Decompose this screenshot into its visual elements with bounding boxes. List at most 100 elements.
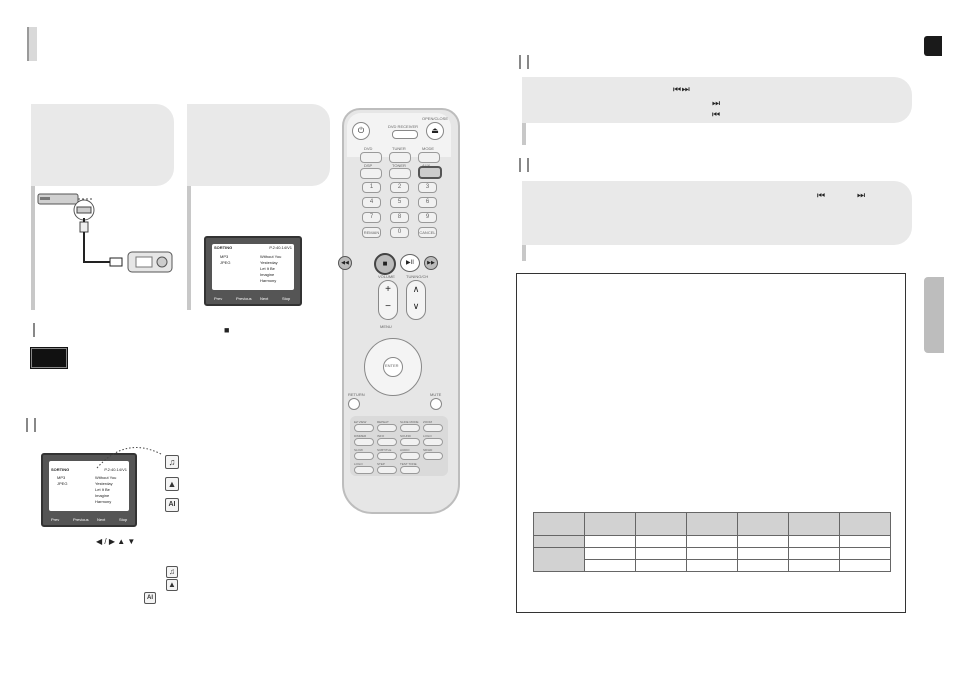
enter-button[interactable] [383,357,403,377]
table-cell [788,559,840,572]
usb-connection-panel [31,104,174,186]
remote-key[interactable] [423,424,443,432]
osd-file: Let It Be [95,487,110,492]
osd-file: Harmony [95,499,112,504]
table-cell [737,512,789,536]
return-button[interactable] [348,398,360,410]
remote-key[interactable] [354,452,374,460]
remote-key-label: LOGO [354,462,363,466]
tuning-rocker[interactable]: ∧∨ [406,280,426,320]
remote-key[interactable] [400,424,420,432]
osd-footer: Next [97,517,106,522]
osd-file: Harmony [260,278,277,283]
play-pause-button[interactable]: ▶II [400,254,420,272]
osd-footer: Previous [73,517,89,522]
osd-file: Without You [95,475,117,480]
volume-label: VOLUME [378,274,395,279]
mute-button[interactable] [430,398,442,410]
remote-key[interactable] [377,424,397,432]
number-key[interactable]: 4 [362,197,381,208]
remain-key[interactable]: REMAIN [362,227,381,238]
remote-key[interactable] [360,168,382,179]
remote-key[interactable] [389,152,411,163]
page-title-marker [27,27,37,61]
remote-key-label: INFO [377,434,385,438]
remote-key-label: SUBTITLE [377,448,392,452]
remote-key-label: SD/HD [423,448,433,452]
remote-key-label: TUNER [392,146,406,151]
remote-key[interactable] [377,438,397,446]
remote-key[interactable] [400,466,420,474]
remote-key-label: AUDIO [400,448,410,452]
return-label: RETURN [348,392,365,397]
remote-key[interactable] [360,152,382,163]
remote-key[interactable] [400,438,420,446]
table-cell [584,512,636,536]
remote-key[interactable] [389,168,411,179]
number-key[interactable]: 6 [418,197,437,208]
table-cell [839,535,891,548]
next-icon: ⏭ [712,98,720,108]
remote-key-label: DSP [364,163,373,168]
remote-key[interactable] [354,466,374,474]
skip-forward-button[interactable]: ▶▶ [424,256,438,270]
section-marker-small [33,323,35,337]
cancel-key[interactable]: CANCEL [418,227,437,238]
search-panel-vertical-rule [522,245,526,261]
remote-key[interactable] [400,452,420,460]
remote-key-label: AUX [422,163,430,168]
remote-top-label: DVD RECEIVER [388,124,419,129]
volume-rocker[interactable]: +− [378,280,398,320]
skip-back-button[interactable]: ◀◀ [338,256,352,270]
number-key[interactable]: 5 [390,197,409,208]
table-cell [584,559,636,572]
table-cell [788,535,840,548]
osd-screen-filter: SORTING P.2:40.14/V1 MP3 JPEG Without Yo… [41,453,137,527]
note-badge [30,347,68,369]
remote-key[interactable] [418,152,440,163]
table-cell [533,547,585,572]
stop-button[interactable]: ■ [374,253,396,275]
remote-key-label: REPEAT [377,420,389,424]
aux-key-highlighted[interactable] [418,166,442,179]
number-key[interactable]: 2 [390,182,409,193]
number-key[interactable]: 1 [362,182,381,193]
table-cell [737,547,789,560]
music-icon: ♫ [166,566,178,578]
remote-key[interactable] [354,438,374,446]
remote-key[interactable] [423,438,443,446]
osd-folder: JPEG [220,260,231,265]
osd-file: Yesterday [260,260,278,265]
table-row [533,512,891,536]
number-key[interactable]: 9 [418,212,437,223]
remote-key[interactable] [423,452,443,460]
next-icon: ⏭ [857,190,865,200]
notes-box [516,273,906,613]
callout-dotted-line [96,447,162,469]
skip-panel-vertical-rule [522,123,526,145]
number-key[interactable]: 0 [390,227,409,238]
remote-key[interactable] [377,452,397,460]
remote-key-label: TONER [392,163,406,168]
table-cell [686,547,738,560]
table-row [534,559,891,572]
all-icon: AI [144,592,156,604]
table-cell [788,512,840,536]
power-button[interactable]: ⏻ [352,122,370,140]
table-cell [584,535,636,548]
number-key[interactable]: 3 [418,182,437,193]
open-close-button[interactable]: ⏏ [426,122,444,140]
osd-header-right: P.2:40.14/V1 [104,467,127,472]
dvd-receiver-button[interactable] [392,130,418,139]
music-icon: ♫ [165,455,179,469]
table-cell [839,512,891,536]
number-key[interactable]: 7 [362,212,381,223]
number-key[interactable]: 8 [390,212,409,223]
section-marker [519,158,529,172]
remote-key[interactable] [377,466,397,474]
osd-footer: Previous [236,296,252,301]
table-cell [737,559,789,572]
mute-label: MUTE [430,392,442,397]
remote-key[interactable] [354,424,374,432]
osd-file: Without You [260,254,282,259]
